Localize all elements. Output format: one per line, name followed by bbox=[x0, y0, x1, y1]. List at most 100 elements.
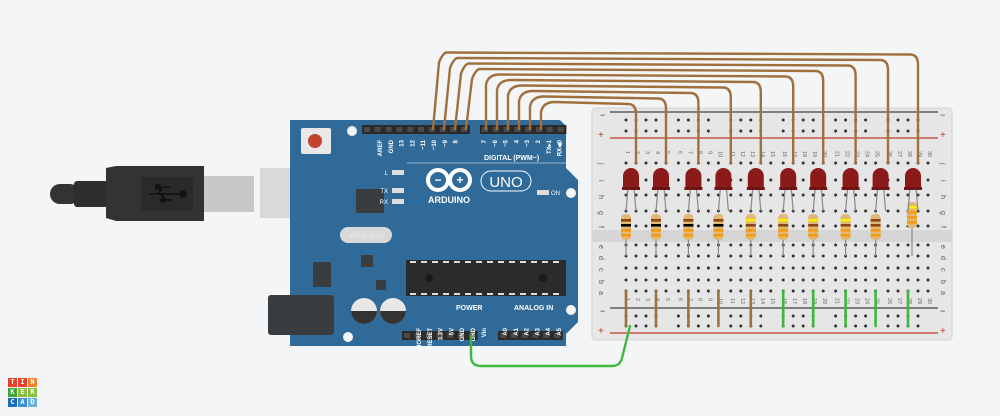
rail-hole[interactable] bbox=[801, 314, 805, 318]
terminal-hole[interactable] bbox=[644, 209, 648, 213]
terminal-hole[interactable] bbox=[781, 278, 785, 282]
resistor[interactable] bbox=[870, 214, 881, 256]
terminal-hole[interactable] bbox=[706, 243, 710, 247]
terminal-hole[interactable] bbox=[896, 266, 900, 270]
header-socket[interactable] bbox=[543, 333, 550, 338]
rail-hole[interactable] bbox=[906, 118, 910, 122]
terminal-hole[interactable] bbox=[821, 243, 825, 247]
terminal-hole[interactable] bbox=[676, 178, 680, 182]
resistor[interactable] bbox=[621, 214, 631, 256]
terminal-hole[interactable] bbox=[716, 161, 720, 165]
terminal-hole[interactable] bbox=[686, 161, 690, 165]
header-socket[interactable] bbox=[503, 127, 510, 132]
terminal-hole[interactable] bbox=[644, 178, 648, 182]
header-socket[interactable] bbox=[557, 127, 564, 132]
rail-hole[interactable] bbox=[791, 314, 795, 318]
terminal-hole[interactable] bbox=[874, 278, 878, 282]
terminal-hole[interactable] bbox=[896, 178, 900, 182]
terminal-hole[interactable] bbox=[896, 278, 900, 282]
header-socket[interactable] bbox=[364, 127, 370, 132]
rail-hole[interactable] bbox=[886, 314, 890, 318]
terminal-hole[interactable] bbox=[769, 224, 773, 228]
rail-hole[interactable] bbox=[781, 118, 785, 122]
led-red[interactable] bbox=[841, 168, 860, 212]
terminal-hole[interactable] bbox=[729, 224, 733, 228]
rail-hole[interactable] bbox=[739, 314, 743, 318]
terminal-hole[interactable] bbox=[791, 243, 795, 247]
rail-hole[interactable] bbox=[864, 324, 868, 328]
terminal-hole[interactable] bbox=[696, 243, 700, 247]
terminal-hole[interactable] bbox=[739, 193, 743, 197]
terminal-hole[interactable] bbox=[864, 193, 868, 197]
terminal-hole[interactable] bbox=[644, 254, 648, 258]
rail-hole[interactable] bbox=[739, 324, 743, 328]
terminal-hole[interactable] bbox=[769, 243, 773, 247]
terminal-hole[interactable] bbox=[769, 193, 773, 197]
rail-hole[interactable] bbox=[864, 118, 868, 122]
rail-hole[interactable] bbox=[896, 129, 900, 133]
terminal-hole[interactable] bbox=[864, 178, 868, 182]
terminal-hole[interactable] bbox=[696, 224, 700, 228]
terminal-hole[interactable] bbox=[916, 289, 920, 293]
rail-hole[interactable] bbox=[654, 118, 658, 122]
signal-wire-pin-6[interactable] bbox=[495, 78, 762, 165]
terminal-hole[interactable] bbox=[654, 161, 658, 165]
rail-hole[interactable] bbox=[644, 118, 648, 122]
terminal-hole[interactable] bbox=[864, 278, 868, 282]
resistor[interactable] bbox=[840, 214, 851, 256]
terminal-hole[interactable] bbox=[896, 161, 900, 165]
resistor[interactable] bbox=[808, 214, 819, 256]
terminal-hole[interactable] bbox=[906, 254, 910, 258]
rail-hole[interactable] bbox=[781, 129, 785, 133]
rail-hole[interactable] bbox=[834, 118, 838, 122]
terminal-hole[interactable] bbox=[801, 224, 805, 228]
rail-hole[interactable] bbox=[759, 324, 763, 328]
terminal-hole[interactable] bbox=[896, 209, 900, 213]
terminal-hole[interactable] bbox=[686, 266, 690, 270]
terminal-hole[interactable] bbox=[644, 243, 648, 247]
rail-hole[interactable] bbox=[696, 314, 700, 318]
terminal-hole[interactable] bbox=[886, 209, 890, 213]
rail-hole[interactable] bbox=[896, 118, 900, 122]
rail-hole[interactable] bbox=[834, 129, 838, 133]
terminal-hole[interactable] bbox=[739, 209, 743, 213]
terminal-hole[interactable] bbox=[739, 289, 743, 293]
header-socket[interactable] bbox=[450, 127, 457, 132]
terminal-hole[interactable] bbox=[864, 266, 868, 270]
terminal-hole[interactable] bbox=[791, 278, 795, 282]
rail-hole[interactable] bbox=[739, 118, 743, 122]
terminal-hole[interactable] bbox=[916, 266, 920, 270]
header-socket[interactable] bbox=[439, 127, 446, 132]
terminal-hole[interactable] bbox=[749, 278, 753, 282]
rail-hole[interactable] bbox=[801, 324, 805, 328]
rail-hole[interactable] bbox=[801, 118, 805, 122]
led-red[interactable] bbox=[904, 168, 922, 212]
terminal-hole[interactable] bbox=[821, 289, 825, 293]
terminal-hole[interactable] bbox=[634, 254, 638, 258]
header-socket[interactable] bbox=[428, 127, 435, 132]
terminal-hole[interactable] bbox=[896, 224, 900, 228]
terminal-hole[interactable] bbox=[864, 209, 868, 213]
terminal-hole[interactable] bbox=[854, 224, 858, 228]
terminal-hole[interactable] bbox=[664, 254, 668, 258]
terminal-hole[interactable] bbox=[624, 278, 628, 282]
terminal-hole[interactable] bbox=[759, 278, 763, 282]
terminal-hole[interactable] bbox=[729, 193, 733, 197]
terminal-hole[interactable] bbox=[729, 209, 733, 213]
terminal-hole[interactable] bbox=[906, 161, 910, 165]
terminal-hole[interactable] bbox=[906, 266, 910, 270]
header-socket[interactable] bbox=[500, 333, 506, 338]
rail-hole[interactable] bbox=[686, 129, 690, 133]
terminal-hole[interactable] bbox=[834, 193, 838, 197]
rail-hole[interactable] bbox=[676, 324, 680, 328]
rail-hole[interactable] bbox=[896, 314, 900, 318]
header-socket[interactable] bbox=[521, 333, 528, 338]
terminal-hole[interactable] bbox=[801, 193, 805, 197]
header-socket[interactable] bbox=[461, 127, 468, 132]
terminal-hole[interactable] bbox=[886, 266, 890, 270]
terminal-hole[interactable] bbox=[706, 193, 710, 197]
terminal-hole[interactable] bbox=[644, 161, 648, 165]
terminal-hole[interactable] bbox=[696, 289, 700, 293]
power-jack[interactable] bbox=[268, 295, 334, 335]
terminal-hole[interactable] bbox=[664, 224, 668, 228]
